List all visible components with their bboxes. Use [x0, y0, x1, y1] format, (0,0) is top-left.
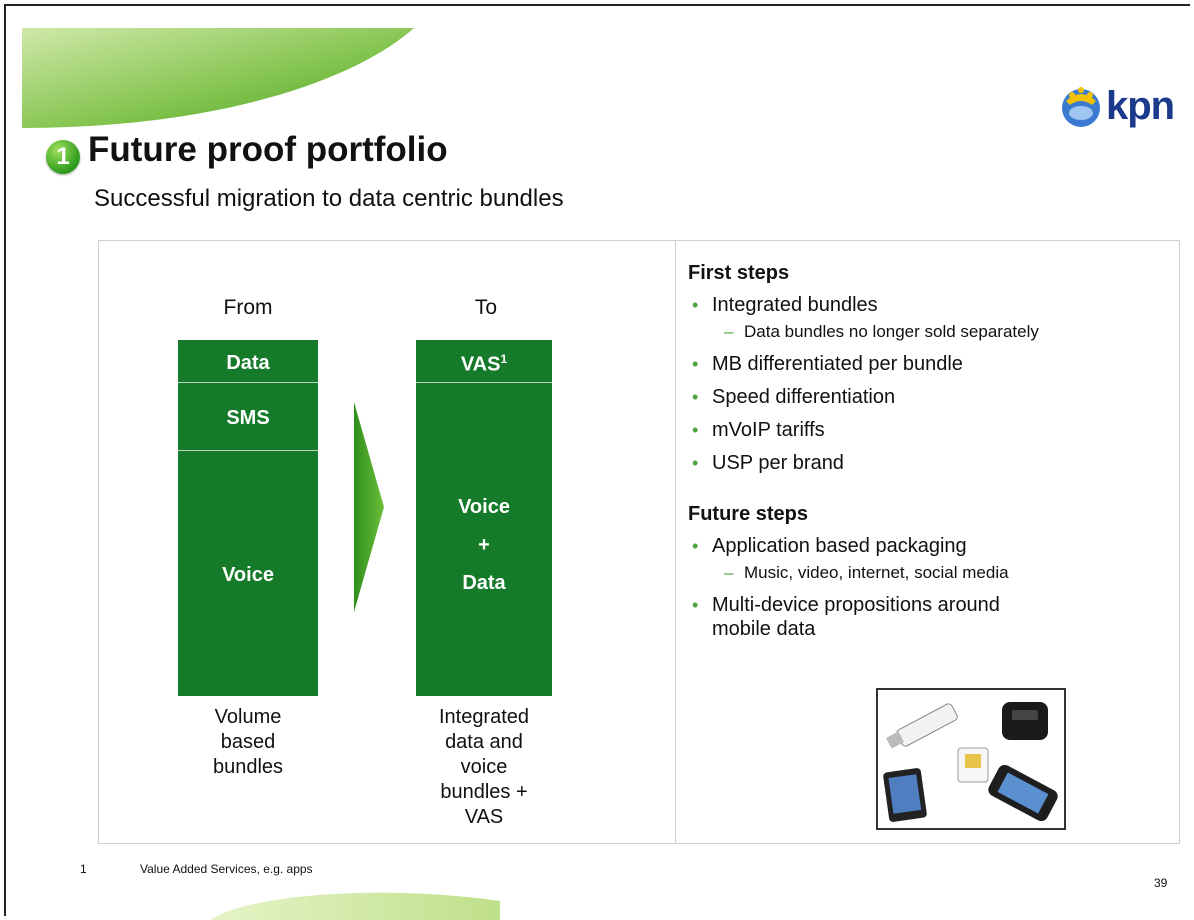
- to-caption-line: voice: [460, 756, 508, 778]
- panel-divider: [675, 240, 676, 844]
- page-number: 39: [1154, 876, 1168, 890]
- to-segment-vas: VAS1: [416, 352, 552, 377]
- from-segment-voice: Voice: [222, 564, 274, 586]
- segment-divider: [416, 382, 552, 383]
- footnote-text: Value Added Services, e.g. apps: [140, 862, 313, 876]
- to-segment-voice-data: Voice + Data: [416, 488, 552, 602]
- bullet-item: MB differentiated per bundle: [688, 352, 1168, 376]
- to-segment-line: +: [478, 534, 490, 556]
- to-caption-line: VAS: [464, 806, 504, 828]
- from-caption: Volume based bundles: [178, 705, 318, 780]
- devices-image: [876, 688, 1066, 830]
- chevron-right-arrow-icon: [354, 402, 384, 612]
- segment-divider: [178, 382, 318, 383]
- segment-divider: [178, 450, 318, 451]
- vas-label: VAS: [460, 353, 501, 376]
- from-caption-line: bundles: [212, 756, 284, 778]
- to-caption-line: bundles +: [440, 781, 528, 803]
- logo-text: kpn: [1106, 83, 1175, 128]
- from-segment-sms: SMS: [226, 407, 270, 429]
- sub-bullet-item: Music, video, internet, social media: [688, 563, 1168, 583]
- bullet-item: Speed differentiation: [688, 385, 1168, 409]
- to-caption-line: data and: [445, 731, 523, 753]
- bullet-line: mobile data: [712, 618, 816, 640]
- mifi-router-icon: [1002, 702, 1048, 740]
- kpn-crown-logo-icon: [1062, 87, 1100, 127]
- sub-bullet-item: Data bundles no longer sold separately: [688, 322, 1168, 342]
- smartphone-icon: [988, 764, 1058, 822]
- sim-card-icon: [957, 747, 989, 783]
- content-panel: [98, 240, 1180, 844]
- bullet-item: Integrated bundles: [688, 293, 1168, 317]
- vas-footnote-mark: 1: [500, 352, 508, 366]
- section-number-badge: 1: [46, 140, 80, 174]
- to-caption: Integrated data and voice bundles + VAS: [414, 705, 554, 830]
- from-heading: From: [223, 296, 273, 319]
- to-heading: To: [474, 296, 498, 319]
- first-steps-title: First steps: [688, 262, 790, 284]
- bullet-item: Application based packaging: [688, 534, 1168, 558]
- to-segment-line: Data: [462, 572, 506, 594]
- footnote-number: 1: [80, 862, 87, 876]
- decorative-swoosh-bottom: [210, 892, 500, 920]
- to-stack: VAS1 Voice + Data: [416, 340, 552, 696]
- bullet-item: Multi-device propositions around mobile …: [688, 593, 1132, 641]
- bullet-item: mVoIP tariffs: [688, 418, 1168, 442]
- tablet-icon: [883, 768, 927, 822]
- bullet-item: USP per brand: [688, 451, 1168, 475]
- from-caption-line: based: [220, 731, 276, 753]
- steps-column: First steps Integrated bundles Data bund…: [688, 262, 1168, 650]
- page-title: Future proof portfolio: [88, 130, 448, 169]
- decorative-swoosh-top: [22, 28, 414, 128]
- from-stack: Data SMS Voice: [178, 340, 318, 696]
- usb-modem-icon: [886, 703, 958, 749]
- bullet-line: Multi-device propositions around: [712, 594, 1000, 616]
- kpn-logo: kpn: [1058, 76, 1175, 136]
- to-caption-line: Integrated: [438, 706, 530, 728]
- to-segment-line: Voice: [458, 496, 510, 518]
- from-segment-data: Data: [226, 352, 270, 374]
- page-subtitle: Successful migration to data centric bun…: [94, 185, 564, 212]
- future-steps-title: Future steps: [688, 503, 809, 525]
- slide-frame: [4, 4, 1190, 916]
- from-caption-line: Volume: [214, 706, 282, 728]
